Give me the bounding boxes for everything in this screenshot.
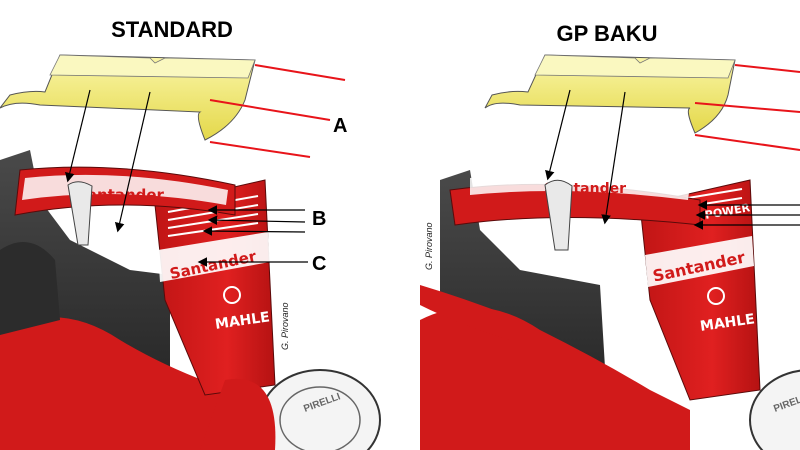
left-tyre: PIRELLI xyxy=(259,369,381,450)
right-callout-arrows xyxy=(693,200,800,230)
left-logo-icon xyxy=(223,286,241,304)
callout-c: C xyxy=(312,253,326,275)
left-panel: STANDARD Santander MAHLE Santander PIREL… xyxy=(0,17,381,450)
left-hub xyxy=(200,378,276,450)
panel-title-gp-baku: GP BAKU xyxy=(556,21,657,46)
right-logo-icon xyxy=(707,287,725,305)
left-reference-lines xyxy=(209,64,346,158)
right-endplate-white-stripe xyxy=(645,236,754,287)
right-main-plane-white xyxy=(470,172,690,200)
left-flap-top xyxy=(49,54,256,79)
right-wing-pylon xyxy=(544,179,573,251)
left-flap-arrows xyxy=(65,89,151,233)
left-callout-arrows xyxy=(197,205,308,267)
callout-a: A xyxy=(333,115,347,137)
right-car-red-bodywork xyxy=(420,307,690,450)
right-panel: GP BAKU Santander V-POWER MAHLE Santande… xyxy=(420,21,800,450)
left-endplate-white-stripe xyxy=(158,232,270,282)
right-flap-arrows xyxy=(545,89,626,225)
left-car-red-bodywork xyxy=(0,317,270,450)
left-wing-sponsor: Santander xyxy=(76,186,164,204)
right-reference-lines xyxy=(694,64,800,151)
right-credit: G. Pirovano xyxy=(424,222,434,270)
panel-title-standard: STANDARD xyxy=(111,17,233,42)
left-wing-pylon xyxy=(67,181,93,246)
left-credit: G. Pirovano xyxy=(280,302,290,350)
left-endplate-brand: MAHLE xyxy=(214,309,271,332)
right-red-fin xyxy=(420,285,520,340)
right-flap-top xyxy=(534,54,736,79)
left-engine-cover xyxy=(0,242,60,335)
right-endplate-brand: MAHLE xyxy=(699,311,756,334)
callout-b: B xyxy=(312,208,326,230)
right-tyre: PIRELLI xyxy=(749,369,800,450)
